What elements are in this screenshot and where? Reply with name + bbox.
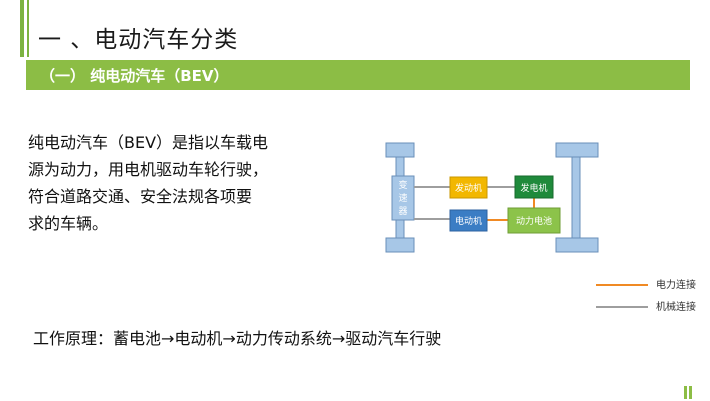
engine-box: [449, 176, 488, 199]
description-line: 求的车辆。: [28, 214, 109, 233]
transmission-char-1: 变: [398, 179, 407, 191]
section-banner: [26, 60, 690, 90]
bev-drivetrain-diagram: 变 速 器 发动机 发电机 电动机 动力电池: [385, 142, 599, 253]
motor-label: 电动机: [455, 215, 482, 227]
legend-electric-swatch: [596, 284, 648, 286]
rear-right-wheel: [555, 237, 599, 253]
front-left-wheel: [385, 142, 415, 158]
bev-description: 纯电动汽车（BEV）是指以车载电 源为动力，用电机驱动车轮行驶， 符合道路交通、…: [28, 129, 318, 237]
front-right-wheel: [385, 237, 415, 253]
title-accent-bar-thin: [27, 0, 29, 57]
legend-electric-label: 电力连接: [656, 280, 696, 291]
description-line: 源为动力，用电机驱动车轮行驶，: [28, 160, 269, 179]
transmission-char-2: 速: [398, 193, 407, 204]
description-line: 纯电动汽车（BEV）是指以车载电: [28, 133, 269, 152]
rear-left-wheel: [555, 142, 599, 158]
battery-box: [507, 207, 561, 234]
page-title: 一 、电动汽车分类: [38, 27, 239, 53]
corner-decoration: [684, 386, 687, 399]
title-accent-bar: [20, 0, 24, 57]
rear-axle: [571, 156, 581, 239]
battery-label: 动力电池: [516, 215, 552, 227]
transmission-char-3: 器: [398, 206, 407, 217]
generator-label: 发电机: [520, 182, 547, 194]
working-principle: 工作原理：蓄电池→电动机→动力传动系统→驱动汽车行驶: [33, 329, 442, 348]
legend-mechanical-swatch: [596, 306, 648, 308]
corner-decoration: [689, 386, 692, 399]
motor-box: [449, 209, 488, 232]
transmission-box: [391, 175, 415, 221]
engine-label: 发动机: [455, 182, 482, 194]
generator-box: [514, 175, 554, 199]
description-line: 符合道路交通、安全法规各项要: [28, 187, 253, 206]
section-title: （一） 纯电动汽车（BEV）: [40, 67, 229, 85]
legend-mechanical-label: 机械连接: [656, 302, 696, 313]
